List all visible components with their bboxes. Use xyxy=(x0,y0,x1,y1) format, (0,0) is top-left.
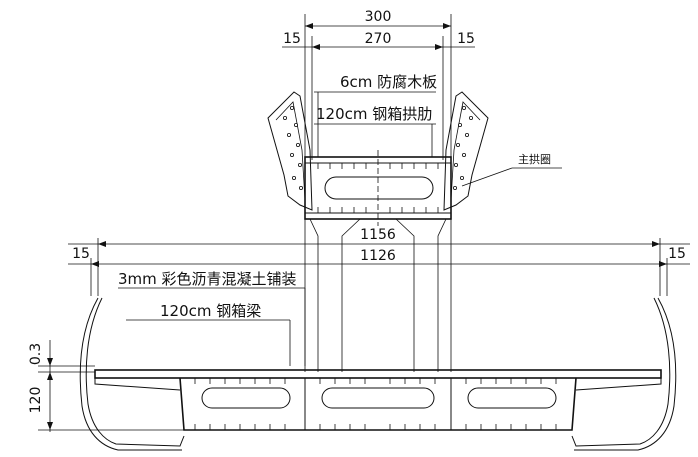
label-main-arch: 主拱圈 xyxy=(518,152,551,166)
box-girder xyxy=(79,297,677,451)
annotations: 6cm 防腐木板 120cm 钢箱拱肋 主拱圈 3mm 彩色沥青混凝土铺装 12… xyxy=(118,73,562,366)
dim-height-top: 0.3 xyxy=(28,343,44,365)
deck-dimensions: 1156 1126 15 15 xyxy=(68,227,690,296)
dim-deck-left-margin: 15 xyxy=(72,246,90,262)
dim-height-girder: 120 xyxy=(28,387,44,414)
dim-arch-total: 300 xyxy=(365,9,392,25)
arch-dimensions: 300 270 15 15 xyxy=(282,9,475,160)
dim-deck-total: 1156 xyxy=(360,227,396,243)
dim-arch-right-margin: 15 xyxy=(457,31,475,47)
arch-rib xyxy=(267,91,489,226)
dim-deck-right-margin: 15 xyxy=(668,246,686,262)
label-pavement: 3mm 彩色沥青混凝土铺装 xyxy=(118,270,297,288)
label-wood-plank: 6cm 防腐木板 xyxy=(340,73,437,91)
label-arch-rib: 120cm 钢箱拱肋 xyxy=(316,105,432,123)
label-box-girder: 120cm 钢箱梁 xyxy=(160,302,261,320)
dim-arch-left-margin: 15 xyxy=(283,31,301,47)
dim-arch-inner: 270 xyxy=(365,31,392,47)
dim-deck-inner: 1126 xyxy=(360,248,396,264)
height-dimensions: 0.3 120 xyxy=(28,340,184,432)
